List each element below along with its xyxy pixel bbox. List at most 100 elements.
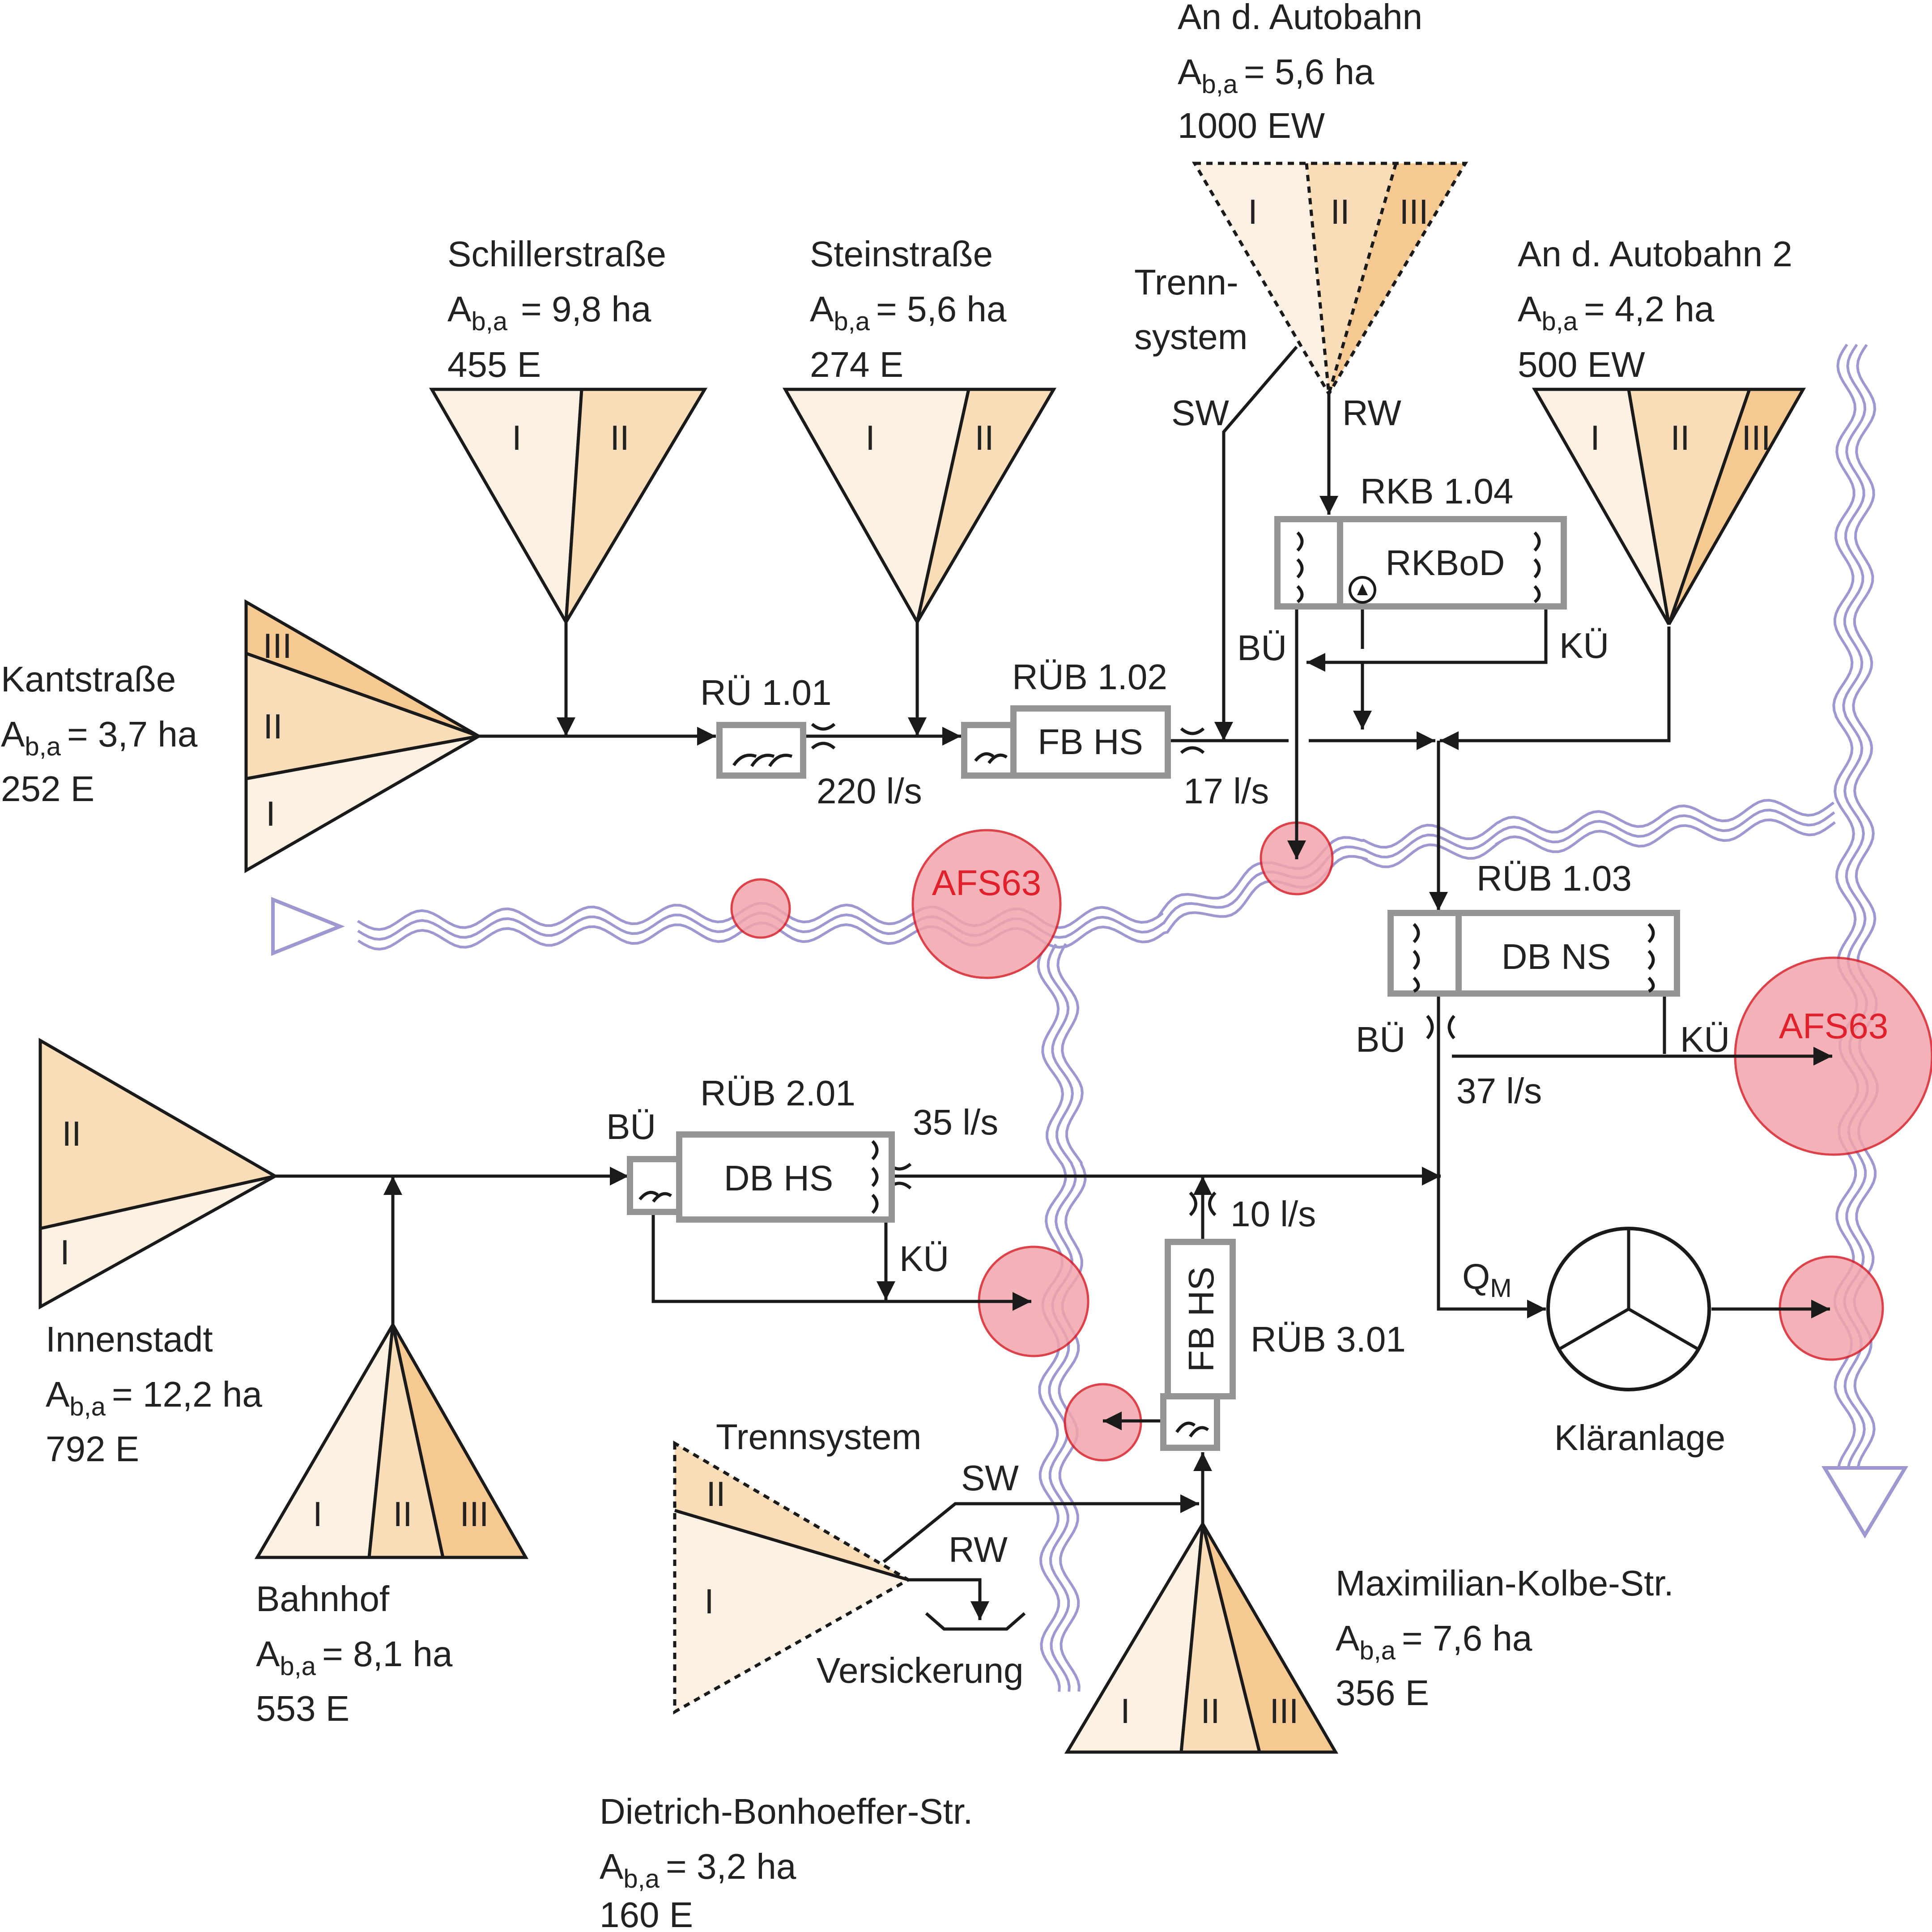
stein-zone-label-I: I: [865, 418, 875, 457]
autobahn2-name: An d. Autobahn 2: [1518, 234, 1792, 274]
wwtp-flow-label: QM: [1462, 1257, 1512, 1303]
dietrich-area-value: = 3,2 ha: [666, 1847, 796, 1886]
wwtp-label: Kläranlage: [1554, 1418, 1726, 1458]
dietrich-rw: RW: [949, 1530, 1008, 1569]
autobahn-area-value: = 5,6 ha: [1244, 52, 1375, 92]
stein-zone-I: [782, 388, 971, 627]
catchment-schiller: I II: [429, 388, 708, 627]
wwtp-flow-sub: M: [1490, 1274, 1511, 1303]
autobahn2-zone-label-I: I: [1590, 418, 1600, 457]
autobahn2-zone-III: [1667, 388, 1806, 625]
bahnhof-pop: 553 E: [256, 1689, 349, 1728]
bahnhof-area-a: A: [256, 1634, 280, 1674]
maximilian-zone-label-I: I: [1120, 1691, 1130, 1731]
bahnhof-area-value: = 8,1 ha: [322, 1634, 453, 1674]
innenstadt-name: Innenstadt: [46, 1319, 213, 1359]
rub103-title: RÜB 1.03: [1477, 858, 1632, 898]
catchment-maximilian: I II III: [1064, 1523, 1339, 1754]
catchment-autobahn2: I II III: [1532, 388, 1806, 625]
autobahn-zone-II: [1306, 163, 1396, 394]
innenstadt-zone-label-I: I: [60, 1233, 70, 1272]
dietrich-area-a: A: [600, 1847, 624, 1886]
storage-structures: RÜ 1.01 220 l/s FB HS RÜB 1.02 17 l/s RK…: [606, 471, 1730, 1458]
maximilian-name: Maximilian-Kolbe-Str.: [1336, 1563, 1674, 1603]
wwtp-klaeranlage: Kläranlage QM: [1462, 1227, 1726, 1458]
dietrich-zone-I: [675, 1510, 908, 1712]
bahnhof-zone-label-II: II: [393, 1494, 412, 1534]
rkb104-title: RKB 1.04: [1360, 471, 1513, 511]
innenstadt-area-value: = 12,2 ha: [112, 1374, 262, 1414]
rub103-bu: BÜ: [1356, 1019, 1405, 1059]
structure-rub103: DB NS RÜB 1.03 BÜ KÜ 37 l/s: [1356, 858, 1730, 1111]
impact-spot-rub102-afs: [911, 829, 1062, 979]
pipe-to-wwtp: [1437, 1164, 1546, 1318]
maximilian-pop: 356 E: [1336, 1673, 1429, 1713]
structure-rub301: FB HS RÜB 3.01 10 l/s: [1160, 1194, 1406, 1451]
structure-rub201: DB HS RÜB 2.01 BÜ KÜ 35 l/s: [606, 1073, 998, 1279]
autobahn-pop: 1000 EW: [1178, 106, 1325, 145]
kant-zone-I: [244, 734, 480, 874]
rub201-type: DB HS: [724, 1158, 834, 1198]
autobahn2-area-sub: b,a: [1541, 307, 1578, 336]
dietrich-zone-II: [675, 1443, 908, 1580]
dietrich-sw: SW: [961, 1458, 1019, 1498]
dietrich-divider: [674, 1509, 909, 1582]
schiller-zone-II: [564, 388, 708, 623]
stein-area-a: A: [810, 289, 834, 329]
maximilian-area-a: A: [1336, 1618, 1360, 1658]
rub301-type: FB HS: [1181, 1267, 1221, 1372]
river-outlet-arrow: [1821, 1466, 1909, 1539]
rub102-type: FB HS: [1038, 722, 1143, 762]
stein-name: Steinstraße: [810, 234, 993, 274]
autobahn-area-a: A: [1178, 52, 1202, 92]
stein-area-value: = 5,6 ha: [876, 289, 1007, 329]
schiller-area-value: = 9,8 ha: [521, 289, 651, 329]
maximilian-area-value: = 7,6 ha: [1402, 1618, 1532, 1658]
infiltration-basin: [925, 1612, 1026, 1631]
autobahn-divider-2: [1327, 163, 1398, 394]
rub103-type: DB NS: [1502, 937, 1611, 977]
ru101-throttle: 220 l/s: [817, 771, 922, 811]
innenstadt-pop: 792 E: [46, 1429, 139, 1469]
bahnhof-area-sub: b,a: [280, 1652, 316, 1681]
autobahn2-zone-label-II: II: [1670, 418, 1689, 457]
catchment-stein: I II: [782, 388, 1057, 627]
rkb104-ku: KÜ: [1559, 626, 1609, 665]
pipe-dietrich-sw: [882, 1494, 1199, 1563]
bahnhof-zone-label-III: III: [460, 1494, 489, 1534]
schiller-area-sub: b,a: [471, 307, 507, 336]
schiller-area: Ab,a= 9,8 ha: [447, 289, 651, 336]
pipe-dietrich-rw: [908, 1578, 989, 1620]
autobahn-zone-label-III: III: [1399, 192, 1428, 231]
rub103-throttle: 37 l/s: [1456, 1071, 1542, 1111]
pipe-rkb-ku: [1306, 606, 1548, 672]
bahnhof-area: Ab,a= 8,1 ha: [256, 1634, 453, 1681]
dietrich-zone-label-I: I: [704, 1582, 714, 1621]
dietrich-area-sub: b,a: [623, 1864, 660, 1894]
catchment-autobahn: I II III: [1192, 162, 1468, 397]
kant-name: Kantstraße: [1, 659, 176, 699]
maximilian-zone-label-II: II: [1200, 1691, 1220, 1731]
autobahn-area: Ab,a= 5,6 ha: [1178, 52, 1375, 99]
stein-area-sub: b,a: [834, 307, 870, 336]
structure-rkb104: RKBoD RKB 1.04 BÜ KÜ: [1237, 471, 1609, 668]
stein-zone-II: [915, 388, 1057, 623]
stein-pop: 274 E: [810, 345, 903, 384]
rkb104-type: RKBoD: [1386, 543, 1505, 583]
river-main-line-3: [357, 818, 1836, 951]
autobahn-zone-label-II: II: [1330, 192, 1349, 231]
innenstadt-area: Ab,a= 12,2 ha: [46, 1374, 262, 1421]
dietrich-name: Dietrich-Bonhoeffer-Str.: [600, 1791, 973, 1831]
dietrich-area: Ab,a= 3,2 ha: [600, 1847, 796, 1894]
dietrich-pop: 160 E: [600, 1895, 693, 1932]
autobahn-divider-1: [1305, 163, 1331, 394]
bahnhof-zone-label-I: I: [313, 1494, 323, 1534]
innenstadt-zone-label-II: II: [62, 1114, 81, 1153]
autobahn2-pop: 500 EW: [1518, 345, 1645, 384]
dietrich-zone-label-II: II: [706, 1474, 725, 1514]
kant-zone-label-II: II: [263, 707, 282, 746]
discharge-impact-spots: AFS63 AFS63: [730, 821, 1932, 1462]
autobahn-name: An d. Autobahn: [1178, 0, 1422, 37]
autobahn2-zone-label-III: III: [1741, 418, 1770, 457]
afs-label-1: AFS63: [932, 863, 1042, 903]
